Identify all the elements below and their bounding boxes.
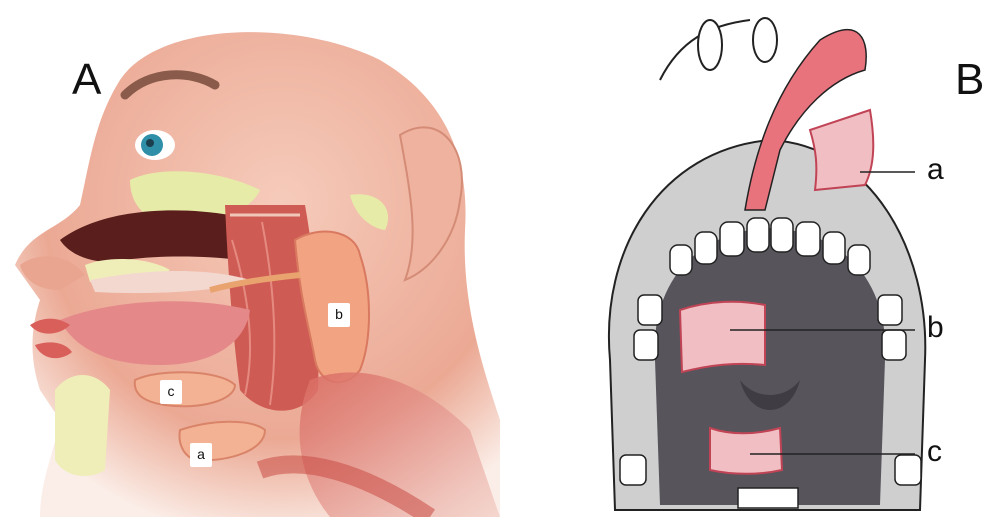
gland-patch-a xyxy=(810,110,873,190)
mandible-bone xyxy=(55,375,110,476)
gland-patch-b xyxy=(680,302,765,372)
nostril-left xyxy=(698,20,722,70)
panel-b-label-c: c xyxy=(927,437,942,467)
panel-b-illustration xyxy=(570,0,983,517)
panel-b-letter: B xyxy=(955,58,983,102)
panel-b-label-b: b xyxy=(927,313,944,343)
panel-a-label-a: a xyxy=(190,443,212,467)
panel-a-label-c: c xyxy=(160,380,182,404)
panel-a-label-b: b xyxy=(328,303,350,327)
nostril-right xyxy=(753,18,777,62)
sublingual-gland xyxy=(135,372,235,406)
lower-teeth xyxy=(738,488,798,508)
panel-b-label-a: a xyxy=(927,155,944,185)
gland-patch-c xyxy=(710,428,782,474)
panel-a-letter: A xyxy=(72,58,101,102)
